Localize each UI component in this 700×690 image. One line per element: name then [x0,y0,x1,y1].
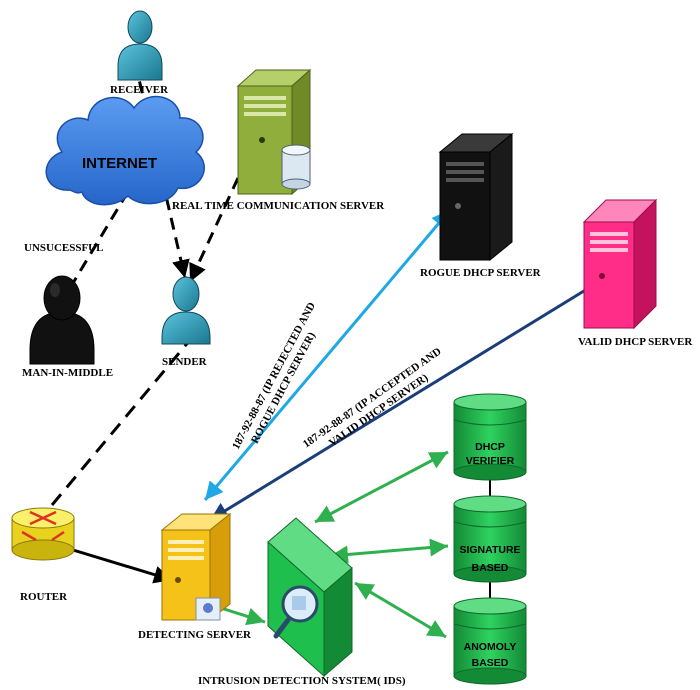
link-ids-dhcp-verifier [314,450,449,524]
dhcp-verifier-line2: VERIFIER [466,455,515,467]
router-label: ROUTER [20,591,68,603]
rogue-dhcp-label: ROGUE DHCP SERVER [420,267,542,279]
man-in-middle-label: MAN-IN-MIDDLE [22,367,113,379]
signature-based-database-icon [453,495,527,583]
man-in-middle-person-icon [29,275,95,365]
sender-label: SENDER [162,356,208,368]
internet-label: INTERNET [82,155,157,172]
link-ids-signature [329,538,449,564]
detecting-server-icon [160,512,232,622]
signature-based-line1: SIGNATURE [459,544,520,556]
unsuccessful-label: UNSUCESSFUL [24,242,103,254]
signature-based-line2: BASED [472,562,509,574]
sender-person-icon [161,276,211,345]
valid-link-caption: 187-92-88-87 (IP ACCEPTED AND VALID DHCP… [301,345,444,450]
rogue-dhcp-server-icon [438,132,514,262]
valid-dhcp-server-icon [582,198,658,330]
link-ids-anomaly [354,581,447,639]
ids-icon [267,517,353,678]
anomaly-based-line1: ANOMOLY [464,641,517,653]
link-router-sender [50,339,192,506]
dhcp-verifier-database-icon [453,393,527,481]
magnifier-icon [273,585,319,639]
anomaly-based-database-icon [453,597,527,685]
ids-label: INTRUSION DETECTION SYSTEM( IDS) [198,675,406,687]
internet-cloud-icon [45,95,205,206]
receiver-label: RECEIVER [110,84,169,96]
link-rtc-sender [188,177,240,283]
link-valid-detecting [209,273,611,522]
rtc-server-label: REAL TIME COMMUNICATION SERVER [172,200,385,212]
receiver-person-icon [117,10,163,81]
rtc-server-icon [236,68,312,196]
valid-dhcp-label: VALID DHCP SERVER [578,336,693,348]
anomaly-based-line2: BASED [472,657,509,669]
link-rogue-detecting [203,209,452,501]
rogue-link-caption-line1: 187-92-88-87 (IP REJECTED AND [230,300,318,451]
dhcp-verifier-line1: DHCP [475,441,505,453]
detecting-server-label: DETECTING SERVER [138,629,252,641]
router-icon [11,507,75,561]
